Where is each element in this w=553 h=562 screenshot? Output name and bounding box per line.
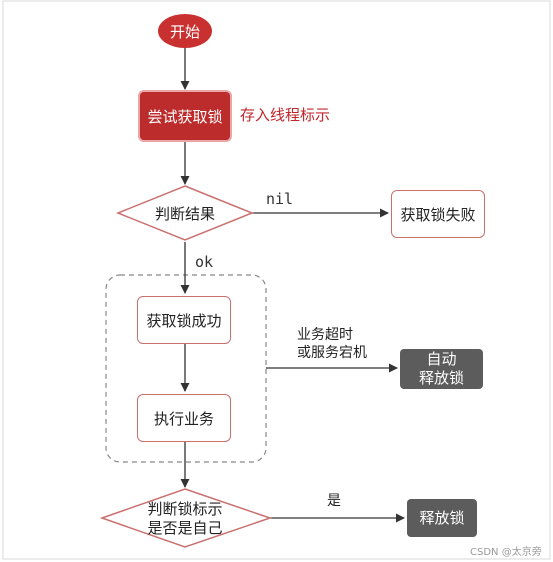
release-lock-node: 释放锁 <box>407 499 477 537</box>
timeout-label-line2: 或服务宕机 <box>297 345 367 361</box>
store-thread-id-label: 存入线程标示 <box>240 106 331 124</box>
execute-business-node: 执行业务 <box>137 394 231 442</box>
auto-release-line1: 自动 <box>426 350 457 368</box>
lock-success-node: 获取锁成功 <box>137 296 231 344</box>
ok-label: ok <box>195 253 214 271</box>
start-node: 开始 <box>158 14 212 48</box>
timeout-label-line1: 业务超时 <box>297 327 353 343</box>
nil-label: nil <box>266 190 294 208</box>
auto-release-line2: 释放锁 <box>418 369 464 387</box>
judge-owner-text: 判断锁标示 是否是自己 <box>125 499 245 539</box>
watermark: CSDN @太京旁 <box>470 547 542 558</box>
auto-release-node: 自动 释放锁 <box>400 349 483 389</box>
judge-result-text: 判断结果 <box>154 204 215 223</box>
judge-owner-line2: 是否是自己 <box>147 519 223 537</box>
lock-fail-node: 获取锁失败 <box>391 190 485 238</box>
yes-label: 是 <box>327 493 341 509</box>
success-group-box <box>105 274 267 463</box>
try-lock-node: 尝试获取锁 <box>140 92 230 140</box>
judge-result-diamond <box>115 185 255 241</box>
judge-owner-diamond <box>99 488 273 548</box>
judge-owner-line1: 判断锁标示 <box>147 500 223 518</box>
